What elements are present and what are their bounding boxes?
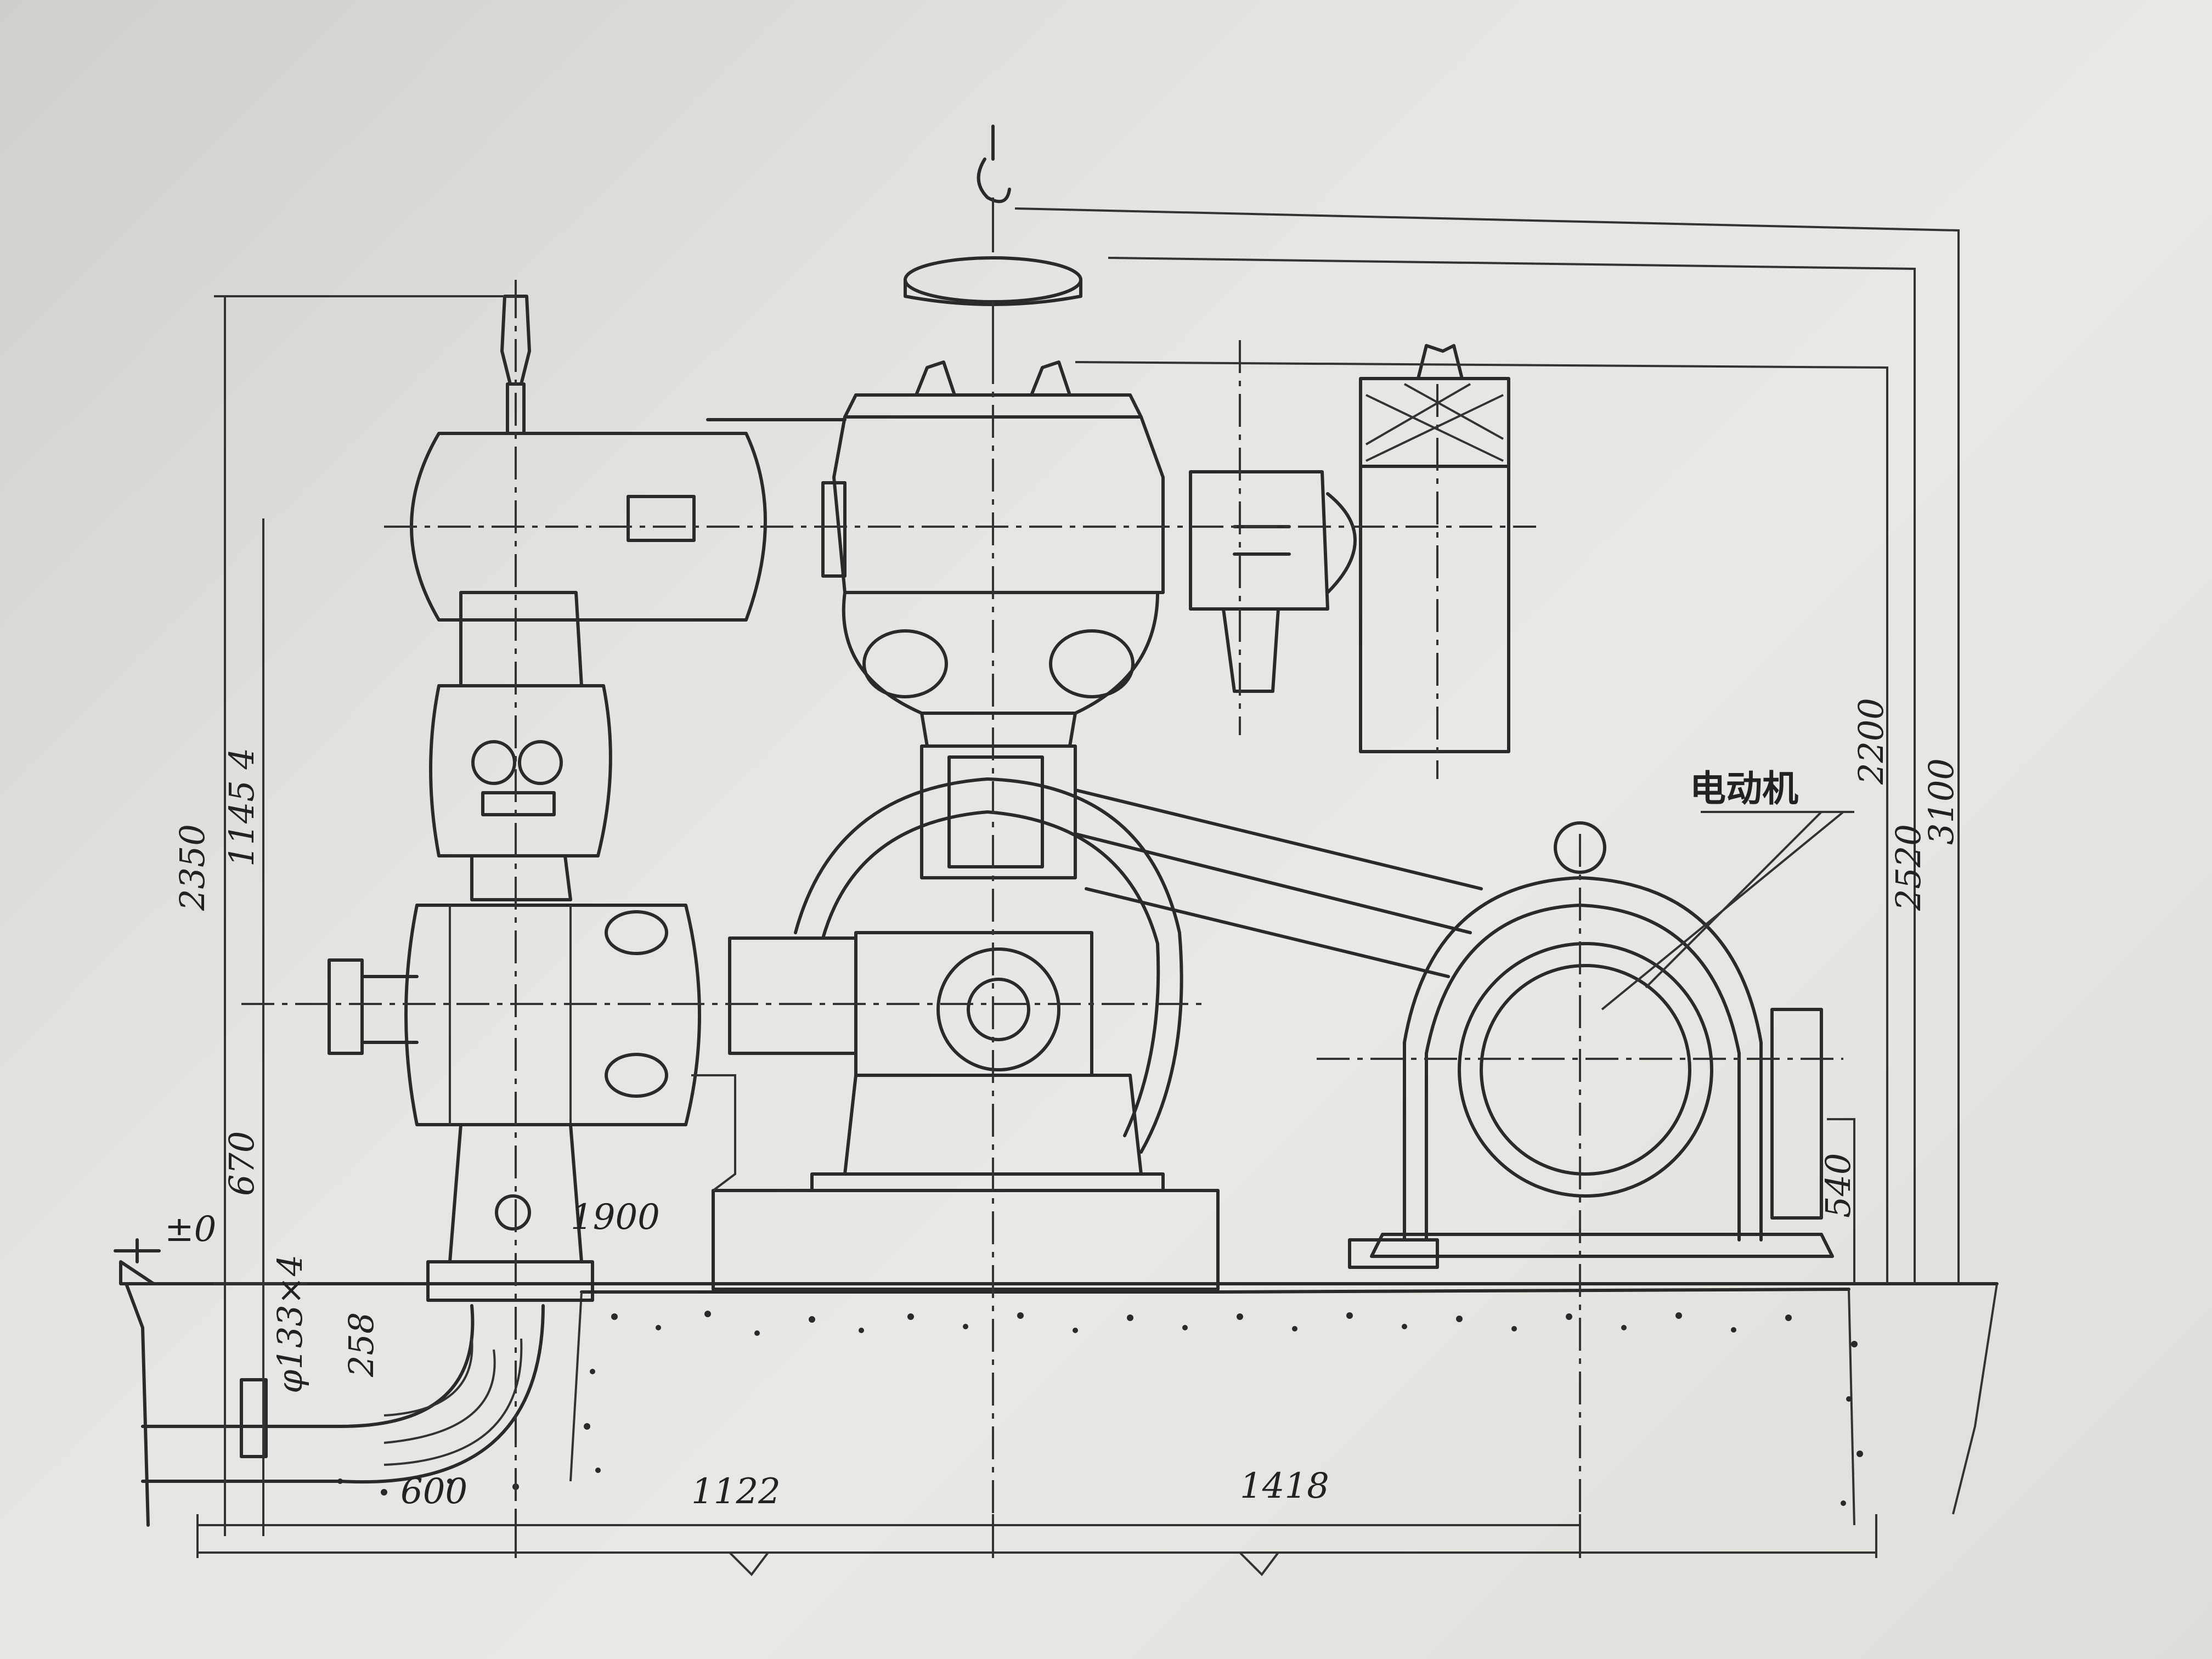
dim-3100: 3100	[1921, 758, 1961, 845]
pipe-spec: φ133×4	[270, 1255, 310, 1393]
datum-label: ±0	[165, 1209, 216, 1250]
dim-2200: 2200	[1851, 698, 1891, 785]
dimension-lines	[114, 207, 1960, 1577]
crankcase	[691, 931, 1220, 1291]
ground-foundation	[125, 1282, 1999, 1527]
receiver-tank	[410, 280, 767, 622]
electric-motor	[1348, 821, 1834, 1269]
dim-2350: 2350	[172, 824, 212, 911]
flywheel	[794, 777, 1183, 1154]
dim-1900: 1900	[571, 1197, 660, 1238]
dim-258: 258	[341, 1312, 381, 1378]
center-lines	[241, 285, 1843, 1558]
dim-670: 670	[222, 1131, 262, 1196]
motor-label: 电动机	[1690, 768, 1798, 810]
dim-600: 600	[400, 1471, 467, 1512]
dim-2520: 2520	[1888, 824, 1928, 911]
dim-1418: 1418	[1240, 1466, 1329, 1506]
intake-pipe	[141, 1304, 545, 1484]
right-gearbox	[1189, 344, 1510, 753]
left-cylinder-stack	[328, 591, 701, 1302]
gravel-hatch	[337, 1311, 1863, 1506]
compressor-body	[706, 360, 1165, 879]
dim-1122: 1122	[691, 1471, 781, 1512]
belt-drive	[1074, 788, 1483, 978]
dim-1145: 1145 4	[222, 748, 262, 867]
dim-540: 540	[1818, 1153, 1858, 1218]
lifting-hook	[904, 125, 1082, 351]
